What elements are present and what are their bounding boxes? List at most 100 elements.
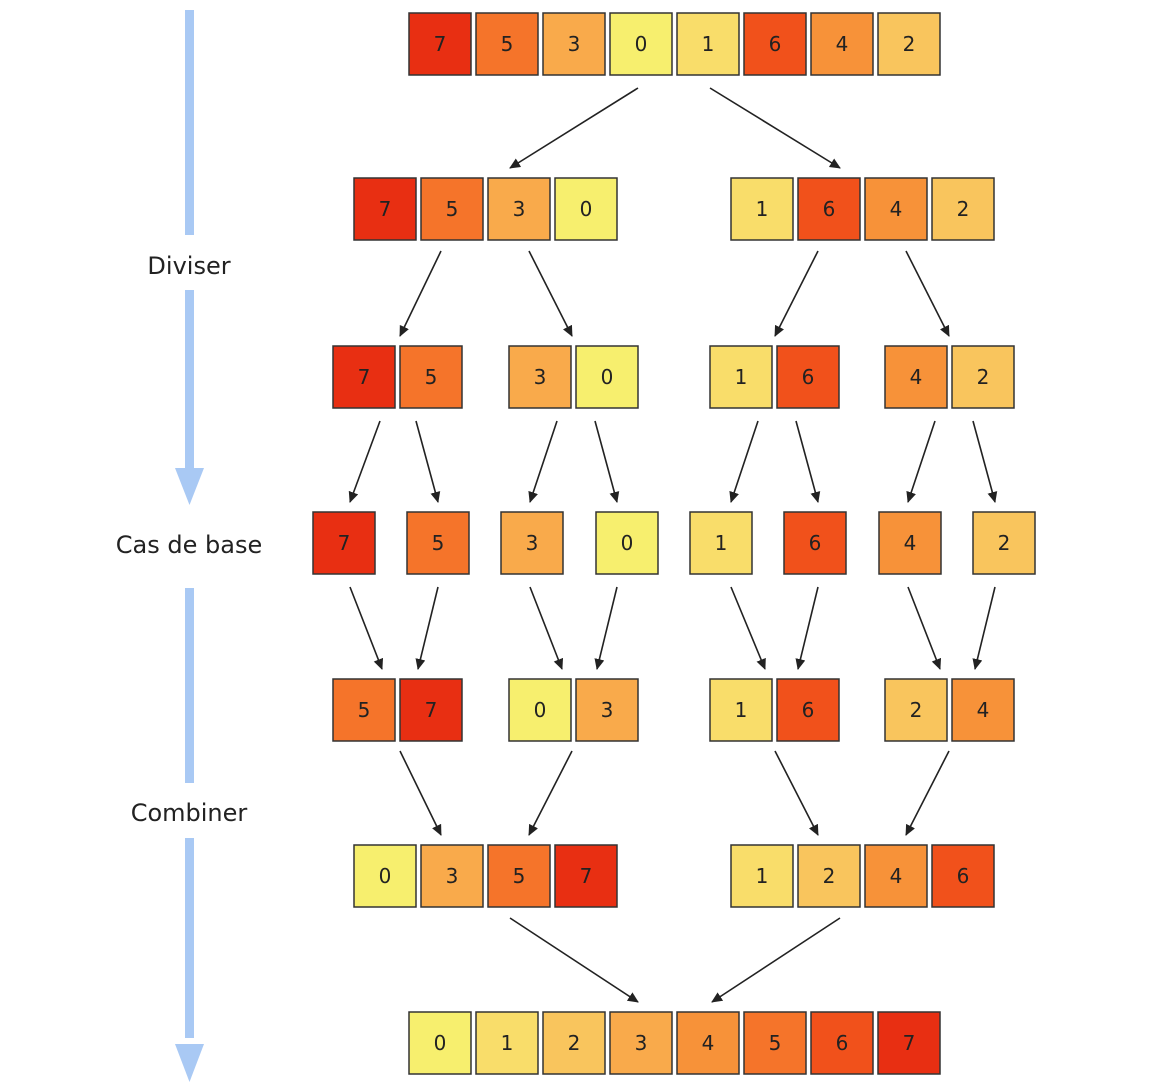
- array-group: 4: [878, 511, 942, 575]
- array-cell: 0: [609, 12, 673, 76]
- cell-value: 3: [635, 1031, 648, 1055]
- cell-value: 7: [434, 32, 447, 56]
- cell-value: 5: [501, 32, 514, 56]
- cell-box: [864, 177, 928, 241]
- array-cell: 3: [609, 1011, 673, 1075]
- array-cell: 7: [399, 678, 463, 742]
- array-group: 6: [783, 511, 847, 575]
- flow-arrow: [730, 586, 766, 670]
- array-cell: 3: [487, 177, 551, 241]
- cell-value: 5: [769, 1031, 782, 1055]
- cell-value: 1: [756, 864, 769, 888]
- flow-arrow: [415, 420, 441, 503]
- cell-box: [332, 678, 396, 742]
- flow-arrow: [906, 420, 936, 503]
- cell-box: [487, 844, 551, 908]
- flow-arrow: [774, 750, 819, 836]
- array-group: 1 2 4 6: [730, 844, 995, 908]
- array-group: 1: [689, 511, 753, 575]
- array-cell: 5: [487, 844, 551, 908]
- array-cell: 5: [475, 12, 539, 76]
- array-cell: 6: [776, 345, 840, 409]
- array-group: 2: [972, 511, 1036, 575]
- array-cell: 3: [575, 678, 639, 742]
- cell-box: [500, 511, 564, 575]
- flow-arrow: [528, 420, 558, 503]
- cell-value: 0: [635, 32, 648, 56]
- cell-value: 0: [621, 531, 634, 555]
- cell-value: 3: [446, 864, 459, 888]
- cell-box: [406, 511, 470, 575]
- cell-box: [408, 12, 472, 76]
- cell-box: [743, 1011, 807, 1075]
- cell-value: 6: [769, 32, 782, 56]
- cell-box: [575, 678, 639, 742]
- cell-value: 7: [580, 864, 593, 888]
- phase-label-divide: Diviser: [147, 252, 230, 280]
- cell-box: [399, 345, 463, 409]
- array-cell: 2: [884, 678, 948, 742]
- cell-value: 6: [836, 1031, 849, 1055]
- cell-box: [353, 844, 417, 908]
- array-cell: 5: [743, 1011, 807, 1075]
- phase-arrow-combine-head: [175, 1044, 204, 1082]
- array-cell: 5: [332, 678, 396, 742]
- array-cell: 2: [951, 345, 1015, 409]
- cell-value: 6: [809, 531, 822, 555]
- cell-box: [810, 1011, 874, 1075]
- cell-box: [595, 511, 659, 575]
- cell-value: 7: [425, 698, 438, 722]
- array-group: 5: [406, 511, 470, 575]
- array-cell: 0: [595, 511, 659, 575]
- cell-value: 2: [957, 197, 970, 221]
- cell-box: [487, 177, 551, 241]
- phase-arrow-combine-shaft: [185, 588, 194, 783]
- cell-box: [420, 844, 484, 908]
- array-cell: 6: [931, 844, 995, 908]
- phase-arrow-divide-shaft: [185, 10, 194, 235]
- cell-value: 2: [977, 365, 990, 389]
- array-cell: 7: [353, 177, 417, 241]
- flow-arrows: [348, 87, 998, 1003]
- cell-box: [408, 1011, 472, 1075]
- cell-value: 2: [998, 531, 1011, 555]
- cell-box: [810, 12, 874, 76]
- array-cell: 4: [864, 844, 928, 908]
- cell-box: [475, 12, 539, 76]
- cell-box: [709, 345, 773, 409]
- cell-box: [931, 844, 995, 908]
- flow-arrow: [349, 586, 384, 670]
- cell-box: [931, 177, 995, 241]
- cell-box: [312, 511, 376, 575]
- cell-value: 4: [977, 698, 990, 722]
- cell-box: [689, 511, 753, 575]
- array-cell: 1: [730, 177, 794, 241]
- array-cell: 1: [475, 1011, 539, 1075]
- cell-value: 4: [910, 365, 923, 389]
- array-cell: 7: [312, 511, 376, 575]
- cell-box: [951, 678, 1015, 742]
- cell-box: [797, 177, 861, 241]
- phase-arrow-divide-head: [175, 468, 204, 505]
- flow-arrow: [529, 586, 564, 670]
- array-group: 7: [312, 511, 376, 575]
- phase-arrow-divide-shaft-lower: [185, 290, 194, 470]
- cell-box: [575, 345, 639, 409]
- cell-value: 4: [702, 1031, 715, 1055]
- cell-box: [776, 678, 840, 742]
- cell-box: [399, 678, 463, 742]
- cell-value: 2: [910, 698, 923, 722]
- array-cell: 4: [864, 177, 928, 241]
- cell-value: 4: [890, 864, 903, 888]
- cell-value: 6: [823, 197, 836, 221]
- flow-arrow: [528, 750, 573, 836]
- cell-value: 0: [434, 1031, 447, 1055]
- array-cell: 2: [797, 844, 861, 908]
